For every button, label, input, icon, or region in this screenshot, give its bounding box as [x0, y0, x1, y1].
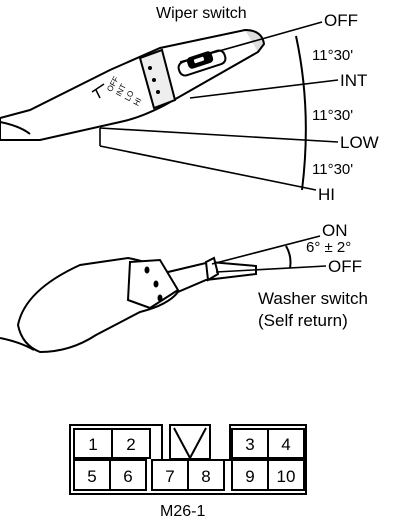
pin-cell-2 [111, 428, 151, 459]
washer-off-label: OFF [328, 257, 362, 276]
wiper-angle-3: 11°30' [312, 161, 353, 178]
pin-cell-10 [267, 459, 305, 491]
wiper-pos-low: LOW [340, 133, 379, 152]
washer-on-label: ON [322, 221, 348, 240]
washer-switch-note: (Self return) [258, 311, 348, 330]
washer-switch-group: ON 6° ± 2° OFF Washer switch (Self retur… [0, 221, 368, 354]
washer-switch-title: Washer switch [258, 289, 368, 308]
wiper-angle-arc [295, 35, 307, 191]
wiper-pos-hi: HI [318, 185, 335, 204]
connector-code: M26-1 [160, 503, 205, 520]
pin-number-7: 7 [165, 467, 174, 486]
pin-number-10: 10 [277, 467, 296, 486]
pin-cell-4 [267, 428, 305, 459]
pin-number-4: 4 [281, 435, 290, 454]
wiper-pos-int: INT [340, 71, 367, 90]
washer-angle-arc [285, 245, 292, 269]
washer-position-lines [211, 235, 327, 273]
wiper-switch-title: Wiper switch [156, 5, 247, 22]
pin-number-5: 5 [87, 467, 96, 486]
wiper-stalk [0, 28, 266, 141]
pin-cell-6 [109, 459, 147, 491]
column-cover [0, 121, 31, 135]
wiper-pos-off: OFF [324, 11, 358, 30]
connector-key-mark [173, 427, 207, 461]
washer-ring-dots [144, 266, 163, 302]
pin-number-3: 3 [245, 435, 254, 454]
pin-number-9: 9 [245, 467, 254, 486]
pin-number-1: 1 [88, 435, 97, 454]
pin-cell-8 [187, 459, 225, 491]
wiper-stalk-icon [91, 83, 105, 99]
pin-number-6: 6 [123, 467, 132, 486]
pin-cell-7 [151, 459, 189, 491]
knob-mark-lo: LO [123, 89, 136, 103]
wiper-angle-2: 11°30' [312, 107, 353, 124]
washer-angle-label: 6° ± 2° [306, 239, 351, 256]
wiper-switch-group: Wiper switch OFF INT LO HI [0, 5, 379, 204]
wiper-angle-1: 11°30' [312, 47, 353, 64]
pin-number-8: 8 [201, 467, 210, 486]
collar-dots [148, 66, 160, 94]
knob-mark-hi: HI [132, 96, 144, 107]
wiper-position-lines [99, 21, 339, 191]
washer-stalk [16, 256, 257, 354]
connector-m26-1: 1 2 3 4 5 6 7 8 9 10 M26-1 [69, 424, 307, 520]
washer-column-cover [0, 337, 35, 351]
pin-number-2: 2 [126, 435, 135, 454]
